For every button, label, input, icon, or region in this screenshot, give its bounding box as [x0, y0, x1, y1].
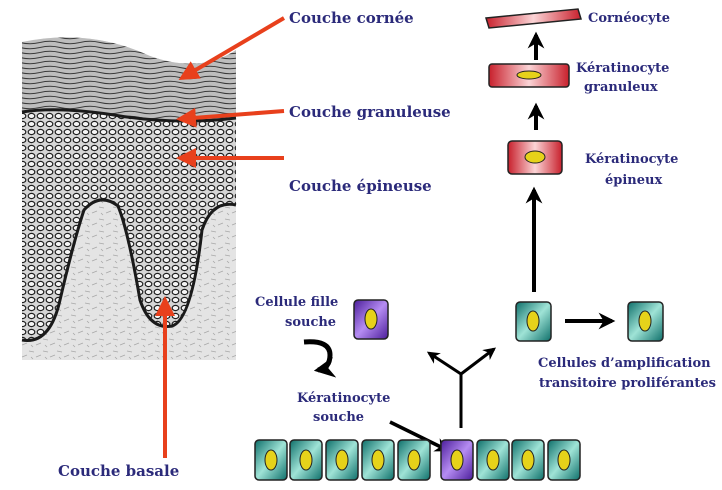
label-keratinocyte-granuleux-1: Kératinocyte	[576, 61, 669, 76]
label-keratinocyte-epineux-1: Kératinocyte	[585, 152, 678, 167]
skin-histology-illustration	[22, 37, 236, 360]
label-keratinocyte-souche-2: souche	[313, 410, 364, 425]
label-couche-epineuse: Couche épineuse	[289, 177, 432, 195]
basal-cell-row	[255, 440, 580, 480]
basal-cell-7	[512, 440, 544, 480]
basal-cell-6	[477, 440, 509, 480]
keratinocyte-epineux-cell	[508, 141, 562, 174]
curved-self-renewal-arrow	[304, 342, 330, 370]
keratinocyte-granuleux-cell	[489, 64, 569, 87]
daughter-stem-cell	[354, 300, 388, 339]
basal-cell-4	[362, 440, 394, 480]
basal-cell-5	[398, 440, 430, 480]
label-couche-cornee: Couche cornée	[289, 9, 414, 27]
label-corneocyte: Cornéocyte	[588, 11, 670, 26]
amplifying-cell-1	[516, 302, 551, 341]
basal-cell-3	[326, 440, 358, 480]
label-cellule-fille-2: souche	[285, 315, 336, 330]
basal-cell-8	[548, 440, 580, 480]
label-amplification-2: transitoire proliférantes	[539, 376, 716, 391]
label-amplification-1: Cellules d’amplification	[538, 356, 711, 371]
label-cellule-fille-1: Cellule fille	[255, 295, 338, 310]
label-couche-granuleuse: Couche granuleuse	[289, 103, 451, 121]
basal-cell-1	[255, 440, 287, 480]
label-couche-basale: Couche basale	[58, 462, 179, 480]
label-keratinocyte-granuleux-2: granuleux	[584, 80, 658, 95]
label-keratinocyte-souche-1: Kératinocyte	[297, 391, 390, 406]
label-keratinocyte-epineux-2: épineux	[605, 173, 662, 188]
basal-cell-2	[290, 440, 322, 480]
basal-stem-cell	[441, 440, 473, 480]
amplifying-cell-2	[628, 302, 663, 341]
division-arrows	[429, 349, 494, 428]
corneocyte-cell	[486, 9, 581, 28]
